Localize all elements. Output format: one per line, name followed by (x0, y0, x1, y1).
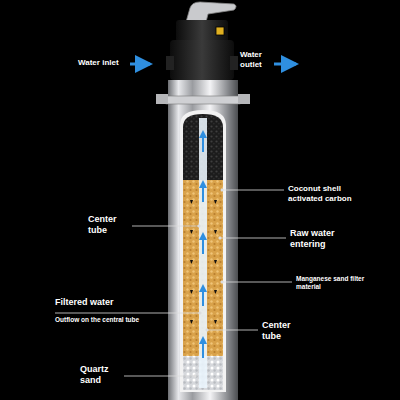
part-label: Center tube (262, 320, 304, 342)
part-label: Water inlet (78, 58, 138, 68)
part-label: Filtered water (55, 297, 150, 308)
part-label: Quartz sand (80, 364, 122, 386)
part-label: Center tube (88, 214, 130, 236)
part-label: Coconut shell activated carbon (288, 184, 368, 203)
part-label: Raw water entering (290, 228, 352, 250)
part-label: Manganese sand filter material (296, 275, 386, 291)
part-label: Water outlet (240, 50, 276, 69)
part-label: Outflow on the central tube (55, 316, 170, 324)
